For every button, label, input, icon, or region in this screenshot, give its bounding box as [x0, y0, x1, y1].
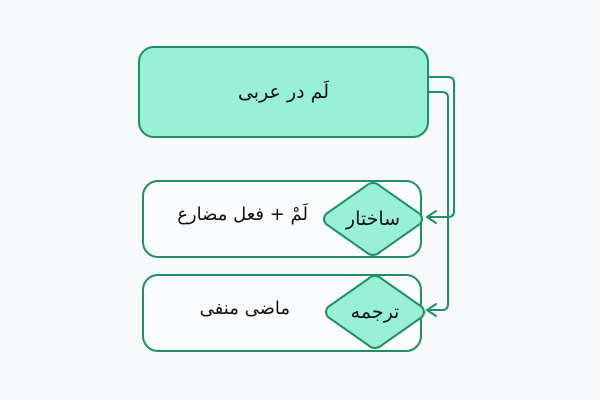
diamond-shape	[325, 274, 425, 350]
branch-value-structure: لَمْ + فعل مضارع	[177, 204, 308, 225]
branch-key-diamond-translation[interactable]: ترجمه	[322, 274, 428, 350]
diamond-label-structure: ساختار	[345, 208, 401, 230]
branch-key-diamond-structure[interactable]: ساختار	[320, 181, 426, 257]
branch-value-translation: ماضی منفی	[199, 298, 290, 319]
diamond-label-translation: ترجمه	[350, 301, 400, 323]
root-node[interactable]: لَم در عربی	[138, 46, 429, 138]
root-label: لَم در عربی	[237, 81, 330, 103]
diamond-shape	[323, 181, 423, 257]
